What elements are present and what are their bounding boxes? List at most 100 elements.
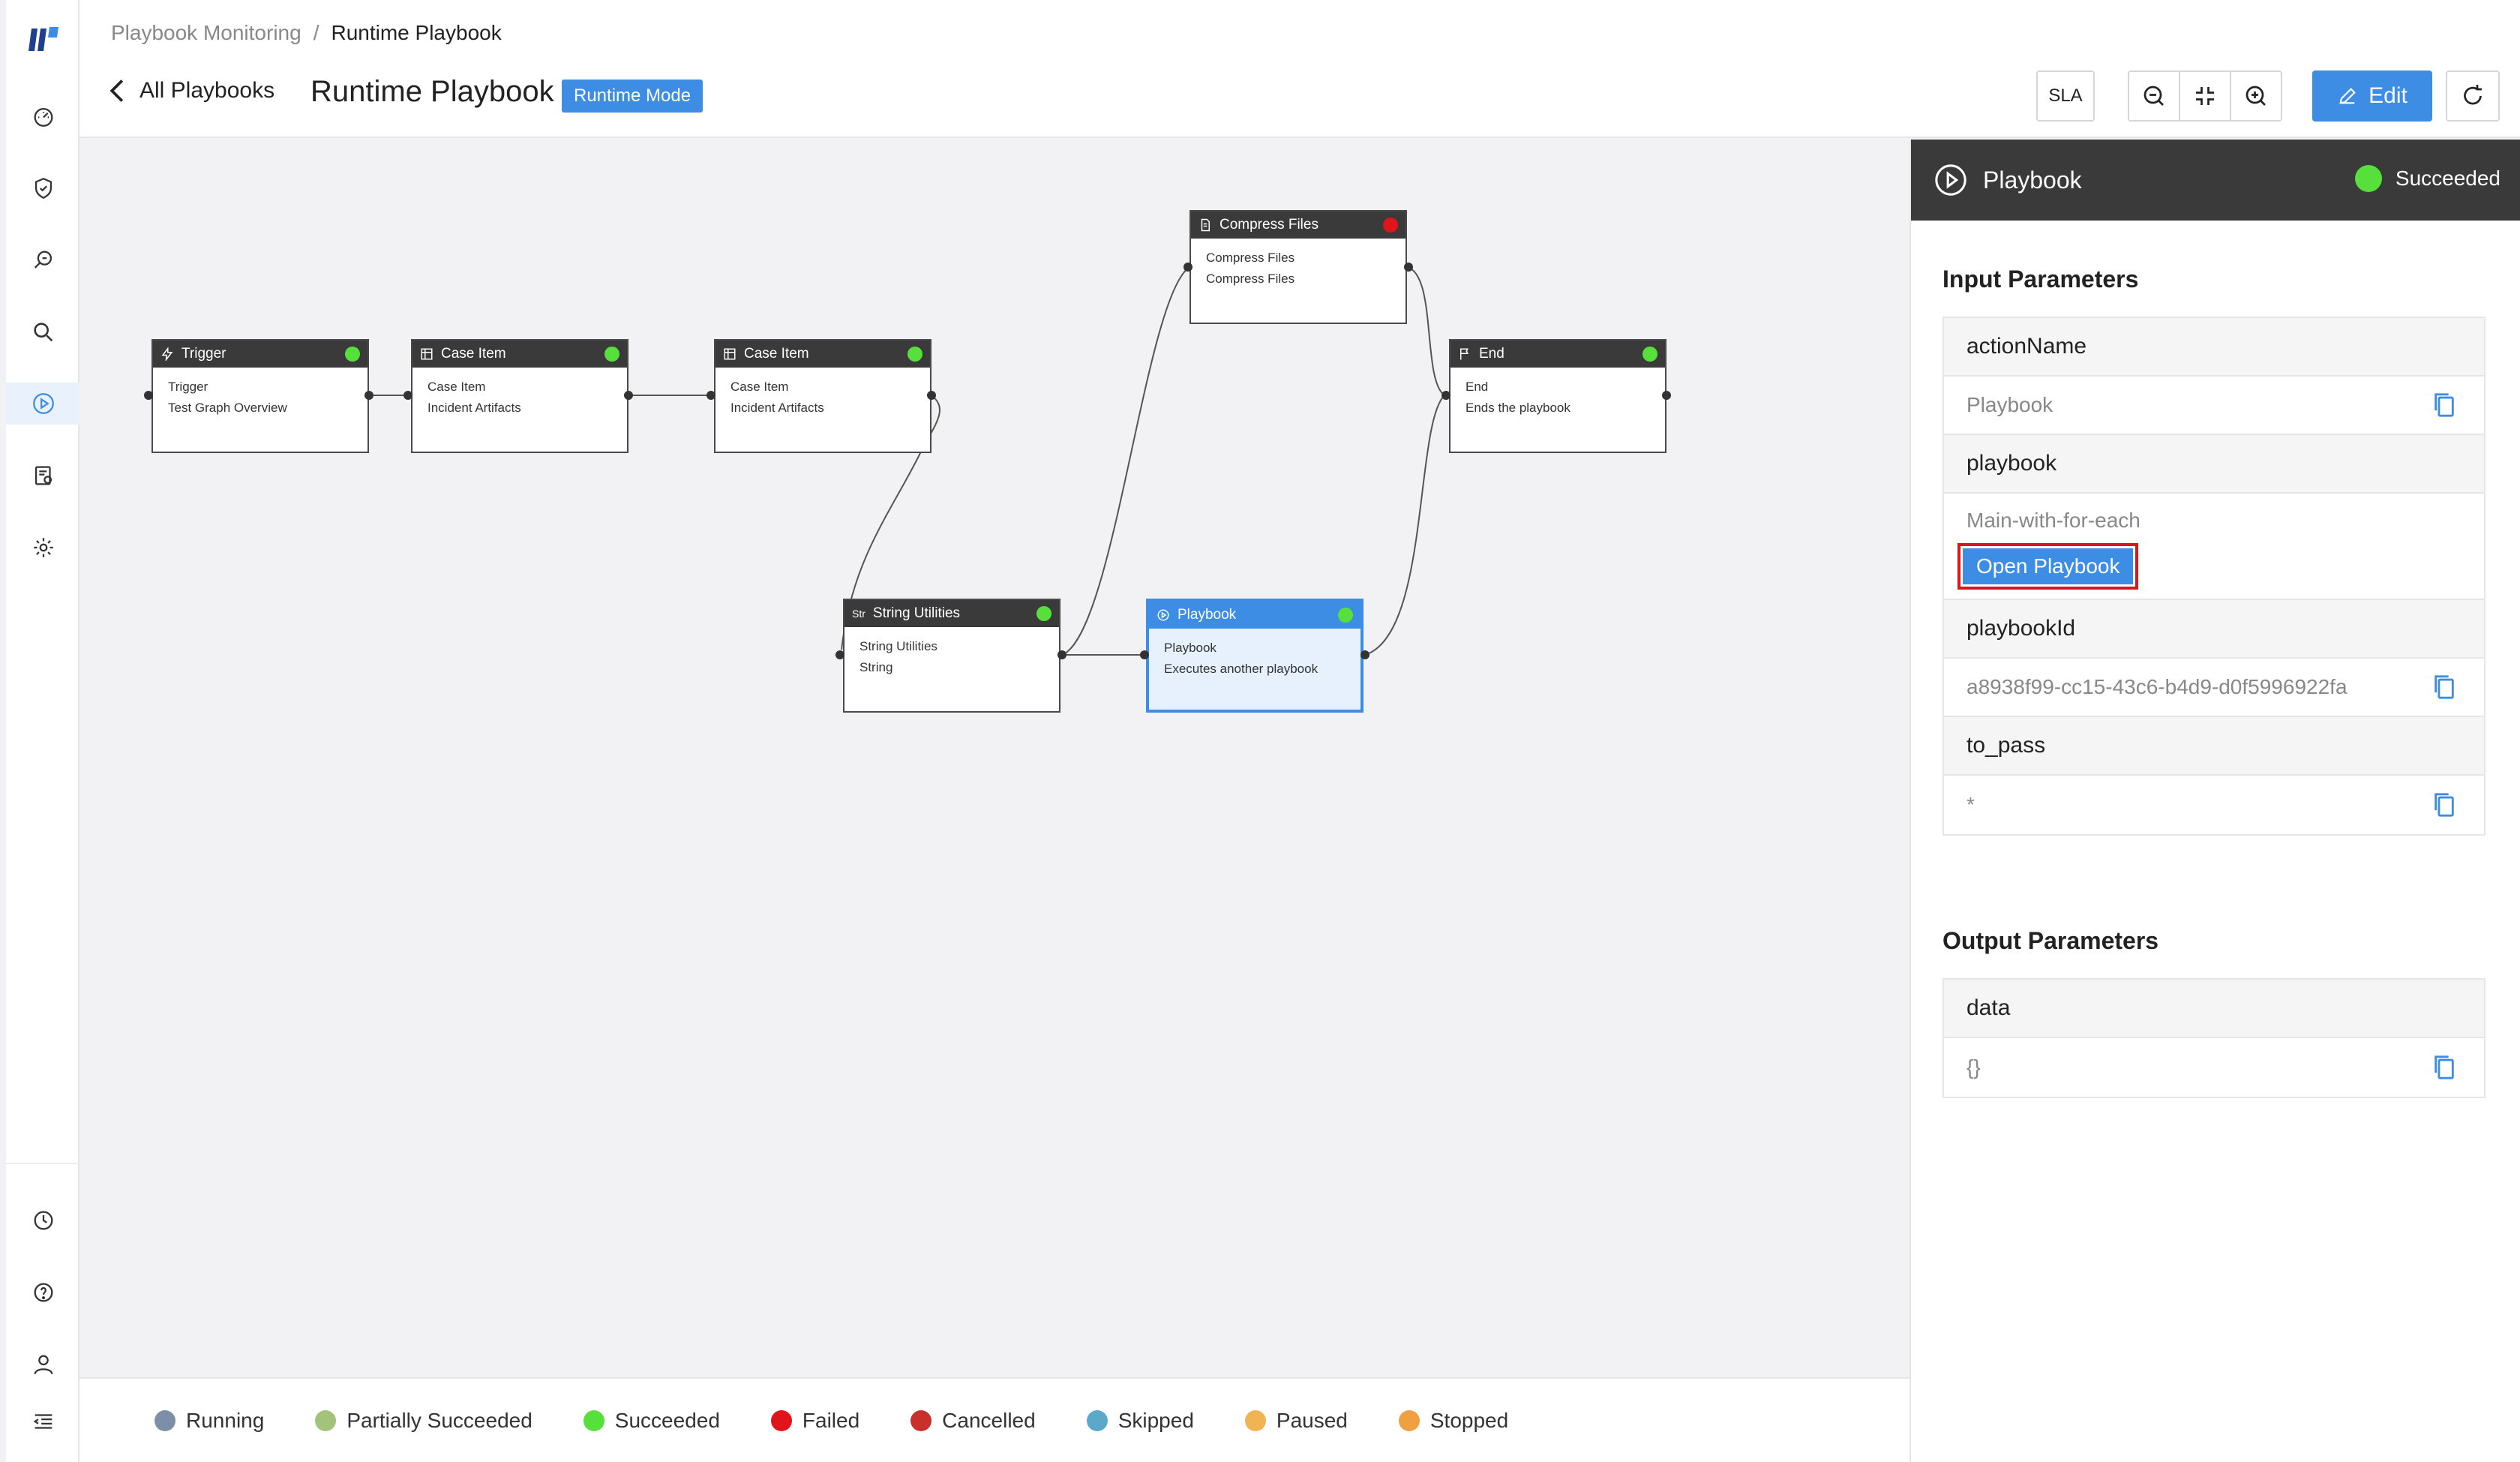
clock-icon[interactable] [28,1205,58,1235]
breadcrumb: Playbook Monitoring / Runtime Playbook [111,21,502,45]
app-logo-icon[interactable] [27,23,60,57]
input-parameters-table: actionName Playbook playbook Main-with-f… [1942,317,2486,836]
node-header: Case Item [412,341,627,368]
legend-label: Succeeded [614,1408,720,1432]
pencil-icon [2339,88,2356,104]
edge-stringutil-compress [1061,266,1190,656]
help-icon[interactable] [28,1277,58,1307]
param-key: data [1944,980,2484,1038]
legend-dot [1244,1409,1266,1431]
breadcrumb-current: Runtime Playbook [331,21,502,44]
node-port[interactable] [1404,263,1413,272]
edit-label: Edit [2368,83,2408,108]
refresh-button[interactable] [2446,71,2500,122]
dashboard-icon[interactable] [28,101,58,131]
node-header: End [1450,341,1665,368]
zoom-in-button[interactable] [2230,71,2282,122]
node-header: Trigger [153,341,368,368]
status-dot-succeeded [604,347,620,362]
copy-icon[interactable] [2432,391,2457,419]
node-header: Case Item [716,341,930,368]
search-icon[interactable] [28,317,58,347]
report-icon[interactable] [28,461,58,491]
sidebar-divider [6,1163,80,1164]
node-port[interactable] [1184,263,1192,272]
legend-label: Skipped [1118,1408,1194,1432]
copy-icon[interactable] [2432,1053,2457,1082]
edge-caseitem2-stringutil [841,395,940,650]
legend-cancelled: Cancelled [910,1409,1036,1433]
status-dot-succeeded [1036,606,1052,621]
status-dot-succeeded [345,347,360,362]
node-type: Trigger [168,380,208,394]
playbook-play-icon[interactable] [28,389,58,419]
node-port[interactable] [1662,391,1671,400]
param-value: a8938f99-cc15-43c6-b4d9-d0f5996922fa [1966,675,2348,698]
node-type: Playbook [1164,641,1216,655]
sla-button[interactable]: SLA [2036,71,2095,122]
fit-to-screen-button[interactable] [2179,71,2231,122]
node-description: Executes another playbook [1164,662,1318,676]
legend-failed: Failed [770,1409,860,1433]
node-type: Case Item [730,380,789,394]
node-type: Case Item [428,380,486,394]
param-value-row: Playbook [1944,377,2484,435]
node-case-item-1[interactable]: Case Item Case Item Incident Artifacts [411,339,628,453]
node-header: Str String Utilities [844,600,1059,627]
node-port[interactable] [624,391,633,400]
investigate-icon[interactable] [28,245,58,275]
node-port[interactable] [144,391,153,400]
node-description: Ends the playbook [1466,401,1570,415]
param-value: Playbook [1966,393,2054,416]
back-to-all-playbooks[interactable]: All Playbooks [108,78,274,104]
node-port[interactable] [1140,650,1149,659]
node-port[interactable] [404,391,412,400]
zoom-out-button[interactable] [2128,71,2180,122]
legend-label: Paused [1276,1408,1348,1432]
legend-label: Stopped [1430,1408,1509,1432]
copy-icon[interactable] [2432,791,2457,819]
playbook-graph-canvas[interactable]: Trigger Trigger Test Graph Overview Case… [80,140,1910,1377]
node-string-utilities[interactable]: Str String Utilities String Utilities St… [843,599,1060,713]
sidebar-active-highlight [6,383,80,425]
output-parameters-table: data {} [1942,978,2486,1098]
user-icon[interactable] [28,1349,58,1379]
copy-icon[interactable] [2432,673,2457,701]
node-description: Incident Artifacts [428,401,521,415]
open-playbook-button[interactable]: Open Playbook [1963,548,2134,584]
page-title: Runtime Playbook [310,75,554,108]
status-dot-succeeded [908,347,922,362]
node-port[interactable] [1442,391,1450,400]
node-port[interactable] [364,391,374,400]
edit-button[interactable]: Edit [2312,71,2432,122]
node-port[interactable] [927,391,936,400]
node-case-item-2[interactable]: Case Item Case Item Incident Artifacts [714,339,932,453]
node-port[interactable] [1360,650,1370,659]
refresh-icon [2464,85,2482,105]
legend-partially-succeeded: Partially Succeeded [315,1409,532,1433]
play-circle-icon [1157,609,1169,621]
node-port[interactable] [1058,650,1066,659]
node-title: Playbook [1178,607,1237,623]
input-parameters-title: Input Parameters [1942,266,2139,293]
node-port[interactable] [706,391,716,400]
node-playbook-selected[interactable]: Playbook Playbook Executes another playb… [1146,599,1364,713]
node-description: String [860,660,893,674]
settings-gear-icon[interactable] [28,533,58,563]
legend-paused: Paused [1244,1408,1348,1433]
edge-playbook-end [1364,395,1445,656]
node-trigger[interactable]: Trigger Trigger Test Graph Overview [152,339,369,453]
node-end[interactable]: End End Ends the playbook [1449,339,1666,453]
breadcrumb-parent[interactable]: Playbook Monitoring [111,21,302,44]
node-compress-files[interactable]: Compress Files Compress Files Compress F… [1190,210,1407,324]
shield-check-icon[interactable] [28,173,58,203]
legend-stopped: Stopped [1398,1408,1509,1433]
status-dot-failed [1383,218,1398,233]
node-port[interactable] [836,650,844,659]
node-title: Compress Files [1220,217,1318,233]
node-description: Test Graph Overview [168,401,287,415]
collapse-menu-icon[interactable] [28,1406,58,1436]
param-value-row: * [1944,776,2484,834]
node-detail-panel: Playbook Succeeded Input Parameters acti… [1910,140,2520,1462]
open-playbook-highlight: Open Playbook [1958,543,2139,590]
